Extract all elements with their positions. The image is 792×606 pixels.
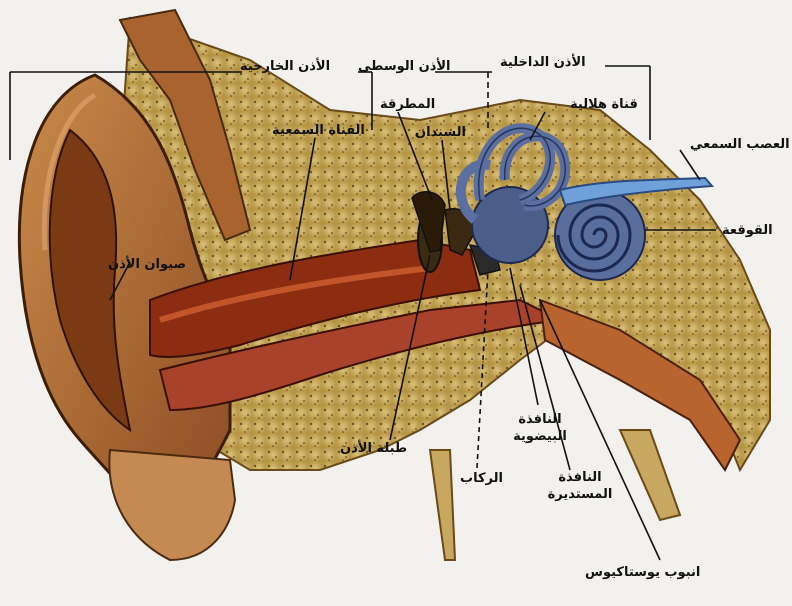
- label-inner-ear: الأذن الداخلية: [500, 56, 586, 69]
- label-auditory-nerve: العصب السمعي: [690, 138, 790, 151]
- label-round-window: النافذة المستديرة: [545, 470, 615, 504]
- label-semicircular-canal: قناة هلالية: [570, 98, 638, 111]
- label-outer-ear: الأذن الخارجية: [240, 60, 330, 73]
- label-middle-ear: الأذن الوسطى: [358, 60, 451, 73]
- label-incus: السندان: [415, 126, 466, 139]
- label-eustachian-tube: انبوب يوستاكيوس: [585, 566, 700, 579]
- label-auditory-canal: القناة السمعية: [272, 124, 365, 137]
- label-stapes: الركاب: [460, 472, 503, 485]
- label-oval-window: النافذة البيضوية: [505, 412, 575, 446]
- label-auricle: صيوان الأذن: [108, 258, 186, 271]
- lower-process-right: [620, 430, 680, 520]
- label-eardrum: طبلة الأذن: [340, 442, 407, 455]
- label-cochlea: القوقعة: [722, 224, 773, 237]
- lower-process-left: [430, 450, 455, 560]
- label-malleus: المطرقة: [380, 98, 435, 111]
- ear-lobe: [109, 450, 235, 560]
